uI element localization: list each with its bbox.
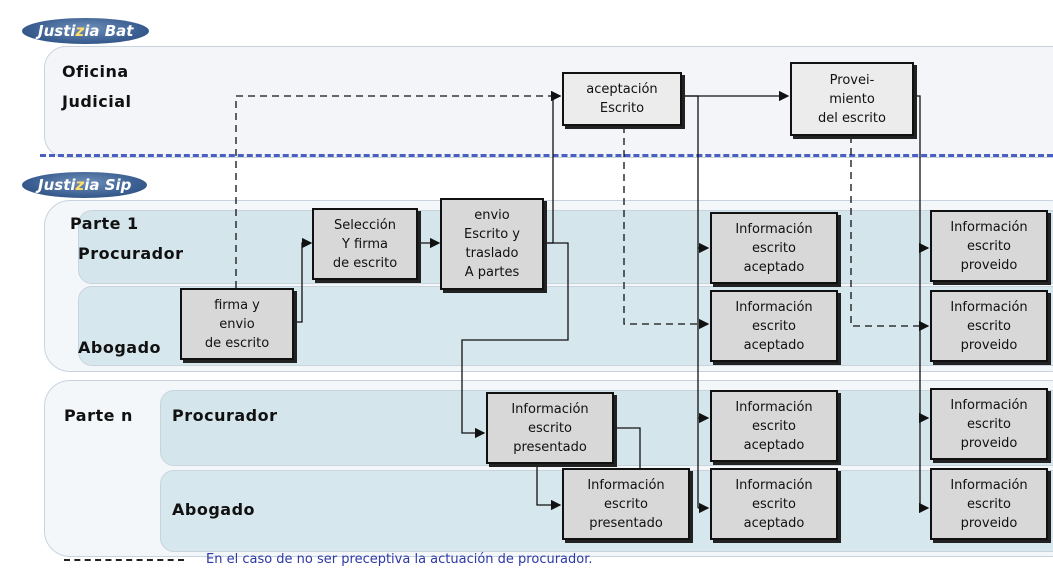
dashed-link-aceptacion-to-aceptado-2 [623, 126, 710, 330]
box-label: Información escrito presentado [511, 401, 589, 455]
dashed-link-proveimiento-to-proveido-2 [850, 136, 930, 332]
box-label: Información escrito proveido [950, 397, 1028, 451]
box-info-proveido-3: Información escrito proveido [930, 388, 1048, 460]
link-aceptacion-trunk [682, 95, 699, 508]
link-firma-to-seleccion [294, 237, 313, 323]
box-info-proveido-1: Información escrito proveido [930, 210, 1048, 282]
link-presentado1-bracket [614, 427, 641, 468]
lane-label-parte-n-abogado: Abogado [172, 500, 256, 519]
box-label: Selección Y firma de escrito [332, 217, 398, 271]
box-label: firma y envio de escrito [204, 297, 270, 351]
box-seleccion-firma: Selección Y firma de escrito [312, 208, 418, 280]
logo-text-suffix: ia Bat [84, 22, 134, 40]
box-label: Información escrito aceptado [735, 299, 813, 353]
box-info-aceptado-3: Información escrito aceptado [710, 390, 838, 462]
logo-text-prefix: Justi [38, 176, 76, 194]
box-label: envio Escrito y traslado A partes [464, 208, 520, 280]
justiziabat-logo: Justizia Bat [22, 18, 150, 44]
link-presentado1-to-presentado2 [536, 464, 562, 511]
box-info-presentado-2: Información escrito presentado [562, 468, 690, 540]
logo-text-z: z [75, 22, 85, 40]
box-envio-traslado: envio Escrito y traslado A partes [440, 198, 544, 290]
box-label: Información escrito aceptado [735, 477, 813, 531]
box-info-proveido-4: Información escrito proveido [930, 468, 1048, 540]
logo-text-z: z [75, 176, 85, 194]
box-label: Provei- miento del escrito [818, 72, 886, 126]
lane-label-parte-n-procurador: Procurador [172, 406, 278, 425]
box-label: aceptación Escrito [586, 82, 658, 116]
box-label: Información escrito presentado [587, 477, 665, 531]
link-proveimiento-trunk [913, 95, 921, 508]
box-firma-envio: firma y envio de escrito [180, 288, 294, 360]
lane-label-oficina: Oficina [62, 62, 129, 81]
justiziasip-logo: Justizia Sip [22, 172, 148, 198]
lane-label-parte-n: Parte n [64, 406, 133, 425]
box-aceptacion-escrito: aceptación Escrito [562, 72, 682, 126]
lane-label-parte-1-procurador: Procurador [78, 244, 184, 263]
link-envio-to-presentado-1 [461, 242, 569, 439]
box-info-aceptado-2: Información escrito aceptado [710, 290, 838, 362]
lane-label-judicial: Judicial [62, 92, 132, 111]
box-label: Información escrito proveido [950, 477, 1028, 531]
box-label: Información escrito proveido [950, 219, 1028, 273]
dashed-link-firma-to-aceptacion [235, 90, 562, 288]
lane-parte-1-procurador [78, 210, 1053, 284]
box-label: Información escrito aceptado [735, 399, 813, 453]
lane-label-parte-1: Parte 1 [70, 214, 139, 233]
box-info-presentado-1: Información escrito presentado [486, 392, 614, 464]
lane-label-parte-1-abogado: Abogado [78, 338, 162, 357]
logo-text-suffix: ia Sip [84, 176, 132, 194]
box-label: Información escrito proveido [950, 299, 1028, 353]
box-info-aceptado-1: Información escrito aceptado [710, 212, 838, 284]
box-info-proveido-2: Información escrito proveido [930, 290, 1048, 362]
legend: En el caso de no ser preceptiva la actua… [64, 552, 593, 567]
box-label: Información escrito aceptado [735, 221, 813, 275]
legend-dash-sample [64, 558, 184, 561]
legend-text: En el caso de no ser preceptiva la actua… [206, 552, 593, 567]
box-proveimiento: Provei- miento del escrito [790, 62, 914, 136]
logo-text-prefix: Justi [38, 22, 76, 40]
lane-separator [40, 154, 1053, 157]
link-envio-to-aceptacion [545, 90, 562, 244]
box-info-aceptado-4: Información escrito aceptado [710, 468, 838, 540]
